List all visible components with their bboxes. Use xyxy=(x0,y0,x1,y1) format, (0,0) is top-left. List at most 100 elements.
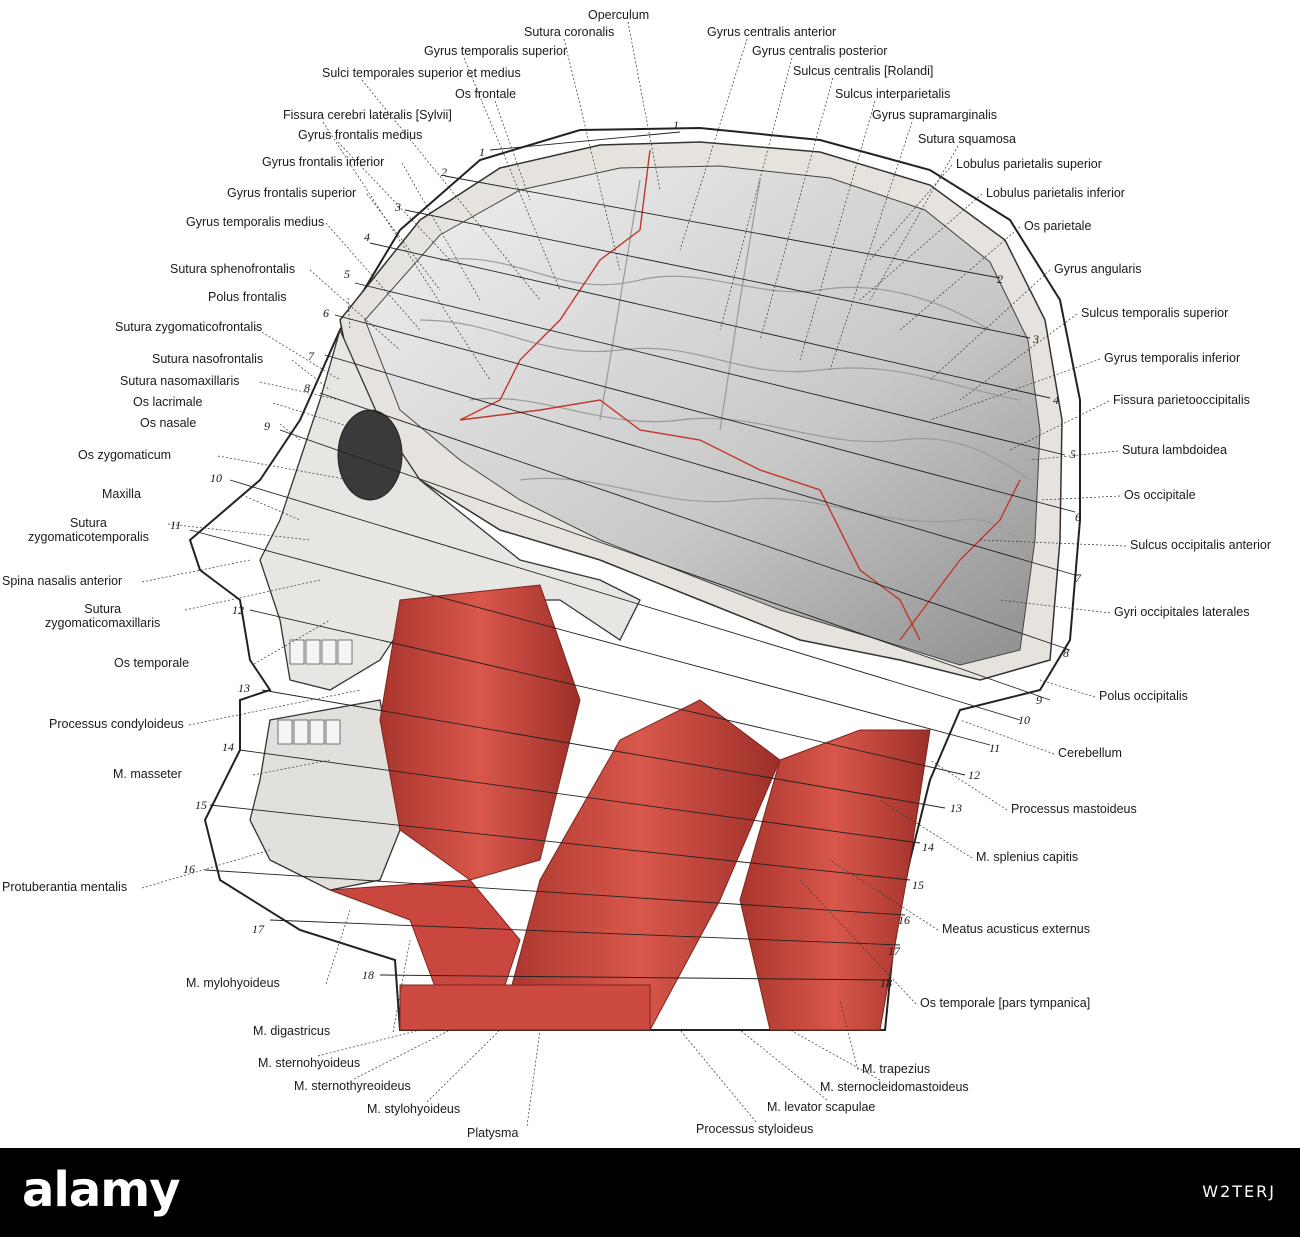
label-bottom-5: Processus styloideus xyxy=(696,1122,814,1136)
neck-muscles xyxy=(329,584,931,1031)
label-right-15: Meatus acusticus externus xyxy=(942,922,1090,936)
leader-top-0 xyxy=(627,21,661,191)
leader-left-6 xyxy=(291,359,331,391)
label-bottom-2: M. sternothyreoideus xyxy=(294,1079,411,1093)
leader-bottom-0 xyxy=(317,1029,421,1057)
label-left-6: Sutura nasofrontalis xyxy=(152,352,264,366)
section-number-right-9: 10 xyxy=(1018,713,1030,727)
leader-left-16 xyxy=(188,689,361,726)
section-number-right-14: 15 xyxy=(912,878,924,892)
label-right-16: Os temporale [pars tympanica] xyxy=(920,996,1091,1010)
leader-top-9 xyxy=(322,121,491,381)
leader-top-2 xyxy=(679,38,748,251)
section-number-right-8: 9 xyxy=(1036,693,1042,707)
section-number-right-2: 3 xyxy=(1033,332,1039,346)
label-left-0: Gyrus frontalis inferior xyxy=(262,155,385,169)
section-number-left-6: 7 xyxy=(308,349,314,363)
label-left-1: Gyrus frontalis superior xyxy=(227,186,357,200)
label-right-13: Processus mastoideus xyxy=(1011,802,1137,816)
label-bottom-0: M. sternohyoideus xyxy=(258,1056,361,1070)
label-top-7: Os frontale xyxy=(455,87,517,101)
section-number-left-13: 14 xyxy=(222,740,234,754)
label-bottom-6: Platysma xyxy=(467,1126,519,1140)
label-left-10: Os zygomaticum xyxy=(78,448,172,462)
section-number-right-3: 4 xyxy=(1053,393,1059,407)
section-number-right-10: 11 xyxy=(989,741,1001,755)
section-number-right-7: 8 xyxy=(1063,646,1069,660)
leader-top-8 xyxy=(799,100,876,361)
leader-top-11 xyxy=(337,141,451,261)
label-left-3: Sutura sphenofrontalis xyxy=(170,262,296,276)
mandible xyxy=(249,699,401,891)
section-number-left-9: 10 xyxy=(210,471,222,485)
label-top-10: Gyrus supramarginalis xyxy=(872,108,998,122)
section-number-right-12: 13 xyxy=(950,801,962,815)
section-number-right-4: 5 xyxy=(1070,447,1076,461)
head-outline xyxy=(188,126,1081,1031)
section-number-left-11: 12 xyxy=(232,603,244,617)
leader-top-10 xyxy=(829,121,913,371)
label-right-17: M. trapezius xyxy=(862,1062,931,1076)
label-bottom-1: M. sternocleidomastoideus xyxy=(820,1080,969,1094)
section-number-right-13: 14 xyxy=(922,840,934,854)
leader-bottom-4 xyxy=(426,1029,501,1103)
leader-right-7 xyxy=(1029,450,1119,461)
leader-left-19 xyxy=(325,909,351,985)
leader-left-15 xyxy=(253,619,331,665)
label-right-4: Sulcus temporalis superior xyxy=(1081,306,1229,320)
section-number-left-1: 2 xyxy=(441,165,447,179)
label-right-2: Os parietale xyxy=(1024,219,1092,233)
label-right-3: Gyrus angularis xyxy=(1054,262,1142,276)
label-left-14: Sutura zygomaticomaxillaris xyxy=(45,602,161,630)
leader-left-8 xyxy=(272,402,361,431)
label-top-8: Sulcus interparietalis xyxy=(835,87,951,101)
label-top-11: Gyrus frontalis medius xyxy=(298,128,423,142)
leader-left-11 xyxy=(241,494,301,521)
leader-top-4 xyxy=(719,57,793,331)
leader-top-3 xyxy=(463,57,561,291)
section-number-right-17: 18 xyxy=(880,976,892,990)
leader-top-7 xyxy=(494,100,531,201)
section-number-left-14: 15 xyxy=(195,798,207,812)
leader-right-3 xyxy=(929,269,1051,381)
leader-left-3 xyxy=(309,269,401,351)
leader-right-12 xyxy=(959,719,1055,755)
label-left-16: Processus condyloideus xyxy=(49,717,184,731)
leader-right-17 xyxy=(839,999,859,1071)
leader-left-1 xyxy=(366,193,441,291)
section-number-right-16: 17 xyxy=(888,944,900,958)
label-left-4: Polus frontalis xyxy=(208,290,287,304)
label-left-5: Sutura zygomaticofrontalis xyxy=(115,320,263,334)
section-number-left-15: 16 xyxy=(183,862,195,876)
label-right-11: Polus occipitalis xyxy=(1099,689,1188,703)
label-right-6: Fissura parietooccipitalis xyxy=(1113,393,1250,407)
section-number-right-6: 7 xyxy=(1075,571,1081,585)
label-top-9: Fissura cerebri lateralis [Sylvii] xyxy=(283,108,452,122)
label-bottom-3: M. levator scapulae xyxy=(767,1100,876,1114)
label-right-14: M. splenius capitis xyxy=(976,850,1079,864)
leader-right-4 xyxy=(959,313,1078,401)
section-number-right-1: 2 xyxy=(997,272,1003,286)
label-left-8: Os lacrimale xyxy=(133,395,203,409)
label-right-10: Gyri occipitales laterales xyxy=(1114,605,1250,619)
label-left-17: M. masseter xyxy=(113,767,182,781)
leader-left-20 xyxy=(392,939,411,1033)
leader-left-17 xyxy=(252,759,331,776)
leader-left-4 xyxy=(347,297,351,331)
head-section-illustration xyxy=(141,21,1127,1127)
label-left-7: Sutura nasomaxillaris xyxy=(120,374,240,388)
label-left-9: Os nasale xyxy=(140,416,197,430)
leader-right-0 xyxy=(869,164,953,261)
label-top-0: Operculum xyxy=(588,8,650,22)
leader-top-6 xyxy=(759,77,834,341)
label-left-15: Os temporale xyxy=(114,656,190,670)
leader-right-6 xyxy=(1009,400,1110,451)
section-number-left-12: 13 xyxy=(238,681,250,695)
label-top-3: Gyrus temporalis superior xyxy=(424,44,568,58)
section-number-right-0: 1 xyxy=(673,118,679,132)
leader-bottom-1 xyxy=(789,1029,881,1081)
footer-bar xyxy=(0,1148,1300,1237)
section-number-left-10: 11 xyxy=(170,518,182,532)
section-number-left-4: 5 xyxy=(344,267,350,281)
label-right-9: Sulcus occipitalis anterior xyxy=(1130,538,1272,552)
